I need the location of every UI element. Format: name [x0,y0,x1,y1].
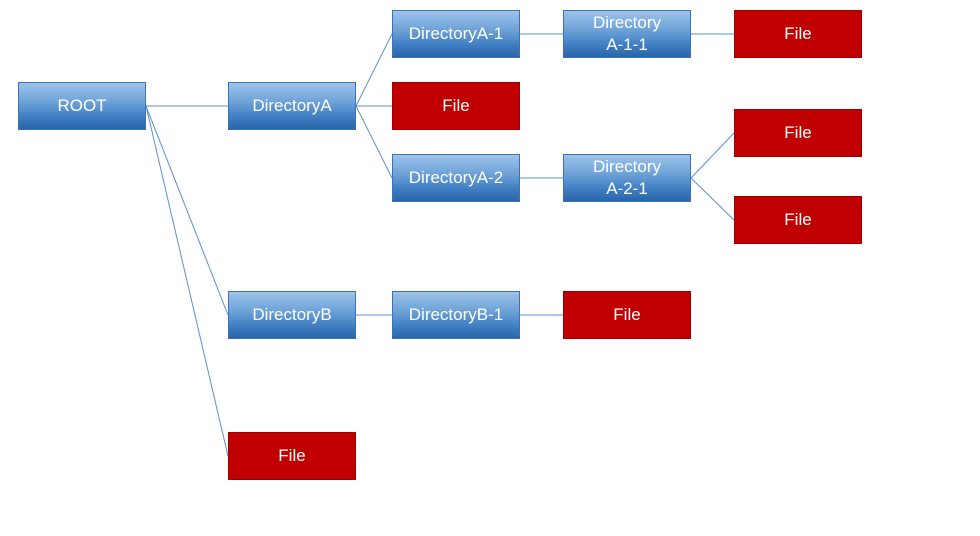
node-directory-b: DirectoryB [228,291,356,339]
connector-dirA-dirA1 [355,33,393,107]
connector-root-fileRoot [145,105,229,457]
node-directory-a-1: DirectoryA-1 [392,10,520,58]
connector-root-dirB [145,105,229,316]
node-directory-a-1-label: DirectoryA-1 [408,24,504,43]
node-file-a-2-1-second: File [734,196,862,244]
node-root-label: ROOT [57,96,107,115]
node-directory-a-1-1: Directory A-1-1 [563,10,691,58]
connector-dirA21-fileA21b [690,177,735,221]
node-directory-b-1: DirectoryB-1 [392,291,520,339]
node-directory-a-2-1: Directory A-2-1 [563,154,691,202]
node-directory-a: DirectoryA [228,82,356,130]
node-file-b-1-label: File [613,305,641,324]
node-directory-a-2-1-label: Directory A-2-1 [592,157,661,198]
connector-dirA-dirA2 [355,105,393,179]
node-file-a-2-1-second-label: File [784,210,812,229]
node-file-a: File [392,82,520,130]
node-directory-a-label: DirectoryA [252,96,332,115]
node-file-root: File [228,432,356,480]
node-file-a-label: File [442,96,470,115]
node-directory-a-2-label: DirectoryA-2 [408,168,504,187]
node-directory-a-1-1-label: Directory A-1-1 [592,13,661,54]
node-file-a-1-1: File [734,10,862,58]
node-root: ROOT [18,82,146,130]
node-directory-b-1-label: DirectoryB-1 [408,305,504,324]
node-directory-b-label: DirectoryB [252,305,332,324]
node-directory-a-2: DirectoryA-2 [392,154,520,202]
connector-dirA21-fileA21a [690,132,735,179]
node-file-a-1-1-label: File [784,24,812,43]
node-file-root-label: File [278,446,306,465]
node-file-a-2-1-first-label: File [784,123,812,142]
node-file-a-2-1-first: File [734,109,862,157]
node-file-b-1: File [563,291,691,339]
